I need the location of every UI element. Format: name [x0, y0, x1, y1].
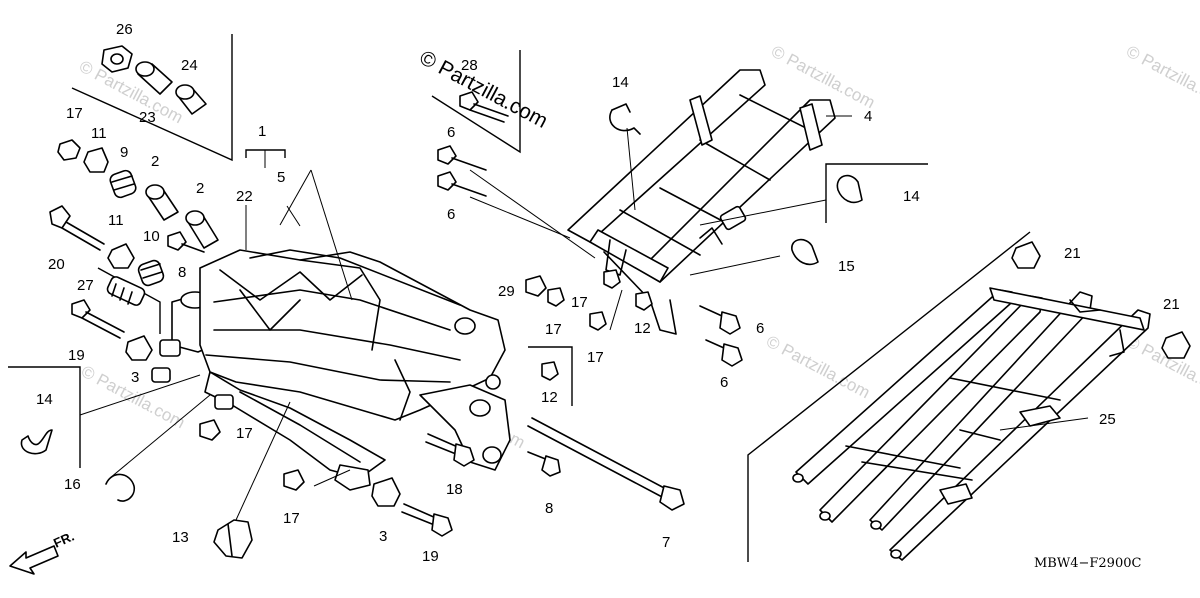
callout-11: 11: [91, 125, 107, 142]
bolts-right: [699, 305, 743, 367]
callout-14: 14: [903, 188, 920, 205]
callout-10: 10: [143, 228, 160, 245]
callout-20: 20: [48, 256, 65, 273]
front-direction-label: FR.: [51, 529, 76, 551]
callout-14: 14: [612, 74, 629, 91]
callout-18: 18: [446, 481, 463, 498]
callout-17: 17: [545, 321, 562, 338]
nuts-center: [525, 269, 653, 381]
upper-subframe: [567, 69, 836, 335]
callout-22: 22: [236, 188, 253, 205]
diagram-code: MBW4−F2900C: [1034, 556, 1141, 571]
leader-lines: [79, 115, 1089, 521]
callout-16: 16: [64, 476, 81, 493]
callout-21: 21: [1064, 245, 1081, 262]
main-frame: [151, 249, 511, 491]
callout-12: 12: [541, 389, 558, 406]
front-arrow-icon: [9, 545, 59, 575]
front-direction-arrow: FR.: [9, 529, 76, 575]
callout-3: 3: [131, 369, 139, 386]
callout-9: 9: [120, 144, 128, 161]
callout-17: 17: [283, 510, 300, 527]
callout-19: 19: [68, 347, 85, 364]
callout-29: 29: [498, 283, 515, 300]
bolts-top-center: [437, 91, 509, 197]
callout-26: 26: [116, 21, 133, 38]
callout-numbers: 26 24 23 17 11 9 2 2 1 5 22 11 10 8 20 2…: [36, 21, 1180, 565]
callout-25: 25: [1099, 411, 1116, 428]
callout-27: 27: [77, 277, 94, 294]
callout-5: 5: [277, 169, 285, 186]
callout-6: 6: [447, 206, 455, 223]
callout-21: 21: [1163, 296, 1180, 313]
callout-6: 6: [447, 124, 455, 141]
callout-17: 17: [571, 294, 588, 311]
callout-2: 2: [151, 153, 159, 170]
callout-7: 7: [662, 534, 670, 551]
callout-19: 19: [422, 548, 439, 565]
watermark-faint: © Partzilla.com: [1123, 42, 1200, 113]
watermark-faint: © Partzilla.com: [76, 57, 186, 128]
callout-1: 1: [258, 123, 266, 140]
callout-4: 4: [864, 108, 872, 125]
callout-15: 15: [838, 258, 855, 275]
callout-3: 3: [379, 528, 387, 545]
rubbers-21: [1011, 241, 1191, 359]
callout-23: 23: [139, 109, 156, 126]
rear-subframe: [792, 287, 1151, 561]
watermark-faint: © Partzilla.com: [763, 332, 873, 403]
callout-17: 17: [66, 105, 83, 122]
bracket-lines: [8, 34, 1031, 562]
callout-13: 13: [172, 529, 189, 546]
callout-8: 8: [545, 500, 553, 517]
callout-17: 17: [236, 425, 253, 442]
callout-24: 24: [181, 57, 198, 74]
callout-6: 6: [756, 320, 764, 337]
lower-parts: [199, 417, 685, 537]
callout-11: 11: [108, 212, 124, 229]
callout-12: 12: [634, 320, 651, 337]
clips: [20, 103, 863, 559]
callout-2: 2: [196, 180, 204, 197]
callout-6: 6: [720, 374, 728, 391]
bushings-top-left: [49, 45, 219, 361]
callout-28: 28: [461, 57, 478, 74]
watermark-main: © Partzilla.com: [416, 46, 552, 133]
callout-8: 8: [178, 264, 186, 281]
callout-17: 17: [587, 349, 604, 366]
callout-14: 14: [36, 391, 53, 408]
